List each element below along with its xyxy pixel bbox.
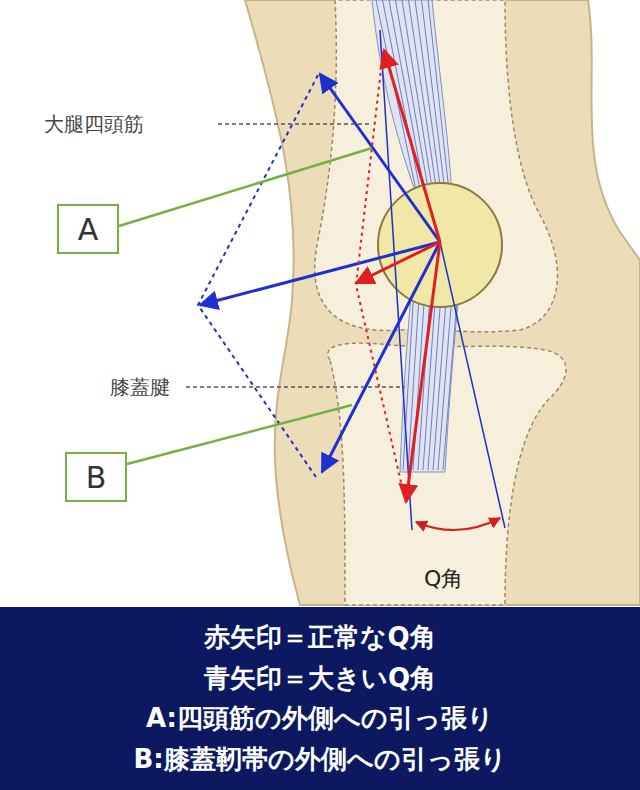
q-angle-line — [440, 242, 505, 528]
muscle-fiber — [376, 0, 418, 200]
node-text: B — [86, 460, 107, 495]
red-arrow — [406, 242, 440, 502]
tendon-fiber — [418, 288, 431, 470]
blue-arrow — [322, 242, 440, 472]
leader-line — [186, 386, 405, 388]
leader-line — [127, 405, 352, 464]
part-label: 大腿四頭筋 — [44, 111, 144, 138]
angle-label: Q角 — [424, 564, 463, 594]
node-text: 赤矢印＝正常なQ角 — [204, 620, 435, 655]
q-angle-arc — [416, 518, 500, 530]
leader-line — [218, 123, 372, 125]
callout-box: A — [57, 204, 119, 254]
leader-line — [119, 148, 372, 226]
red-arrow — [356, 242, 440, 283]
muscle-fiber — [428, 0, 450, 200]
q-angle-line — [380, 30, 412, 530]
node-text: B:膝蓋靭帯の外側への引っ張り — [133, 742, 506, 777]
node-text: A:四頭筋の外側への引っ張り — [146, 701, 494, 736]
leg-skin — [245, 0, 640, 605]
tendon-fiber — [443, 288, 458, 470]
caption-band: 赤矢印＝正常なQ角青矢印＝大きいQ角 A:四頭筋の外側への引っ張り B:膝蓋靭帯の外… — [0, 607, 640, 790]
callout-box: B — [65, 452, 127, 502]
node-text: 青矢印＝大きいQ角 — [204, 661, 436, 696]
force-parallelogram — [356, 52, 405, 500]
red-arrow — [384, 50, 440, 242]
part-label: 膝蓋腱 — [110, 374, 170, 401]
node-text: A — [78, 212, 99, 247]
muscle-fiber — [422, 0, 447, 200]
blue-arrow — [200, 242, 440, 305]
